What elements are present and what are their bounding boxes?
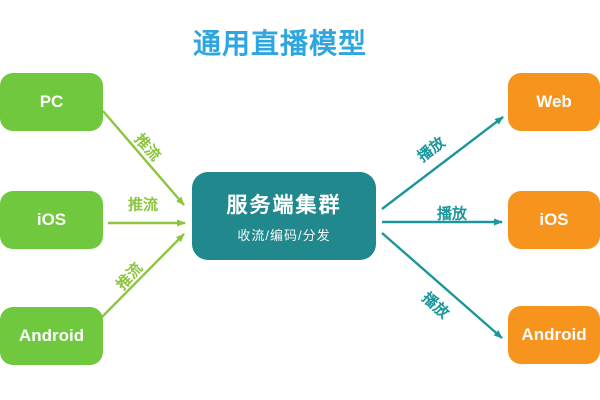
target-box-ios-label: iOS <box>539 210 569 229</box>
target-box-web: Web <box>508 73 600 131</box>
target-box-ios: iOS <box>508 191 600 249</box>
push-label-ios: 推流 <box>127 196 159 214</box>
push-label-android: 推流 <box>113 259 147 294</box>
target-box-android-label: Android <box>521 325 587 344</box>
source-box-ios-label: iOS <box>36 210 67 229</box>
source-box-pc: PC <box>0 73 103 131</box>
source-box-android-label: Android <box>18 326 85 345</box>
play-label-web: 播放 <box>414 133 449 166</box>
source-box-pc-label: PC <box>39 92 64 111</box>
play-arrow-android <box>381 232 503 339</box>
server-cluster-title: 服务端集群 <box>226 193 342 217</box>
server-cluster-box: 服务端集群 收流/编码/分发 <box>192 172 376 260</box>
source-box-ios: iOS <box>0 191 103 249</box>
play-label-android: 播放 <box>418 289 453 323</box>
diagram-title: 通用直播模型 <box>192 28 367 59</box>
play-label-ios: 播放 <box>436 205 468 223</box>
play-arrow-web <box>381 116 504 210</box>
target-box-android: Android <box>508 306 600 364</box>
server-cluster-subtitle: 收流/编码/分发 <box>237 227 331 243</box>
source-box-android: Android <box>0 307 103 365</box>
push-label-pc: 推流 <box>130 130 164 165</box>
target-box-web-label: Web <box>536 92 572 111</box>
